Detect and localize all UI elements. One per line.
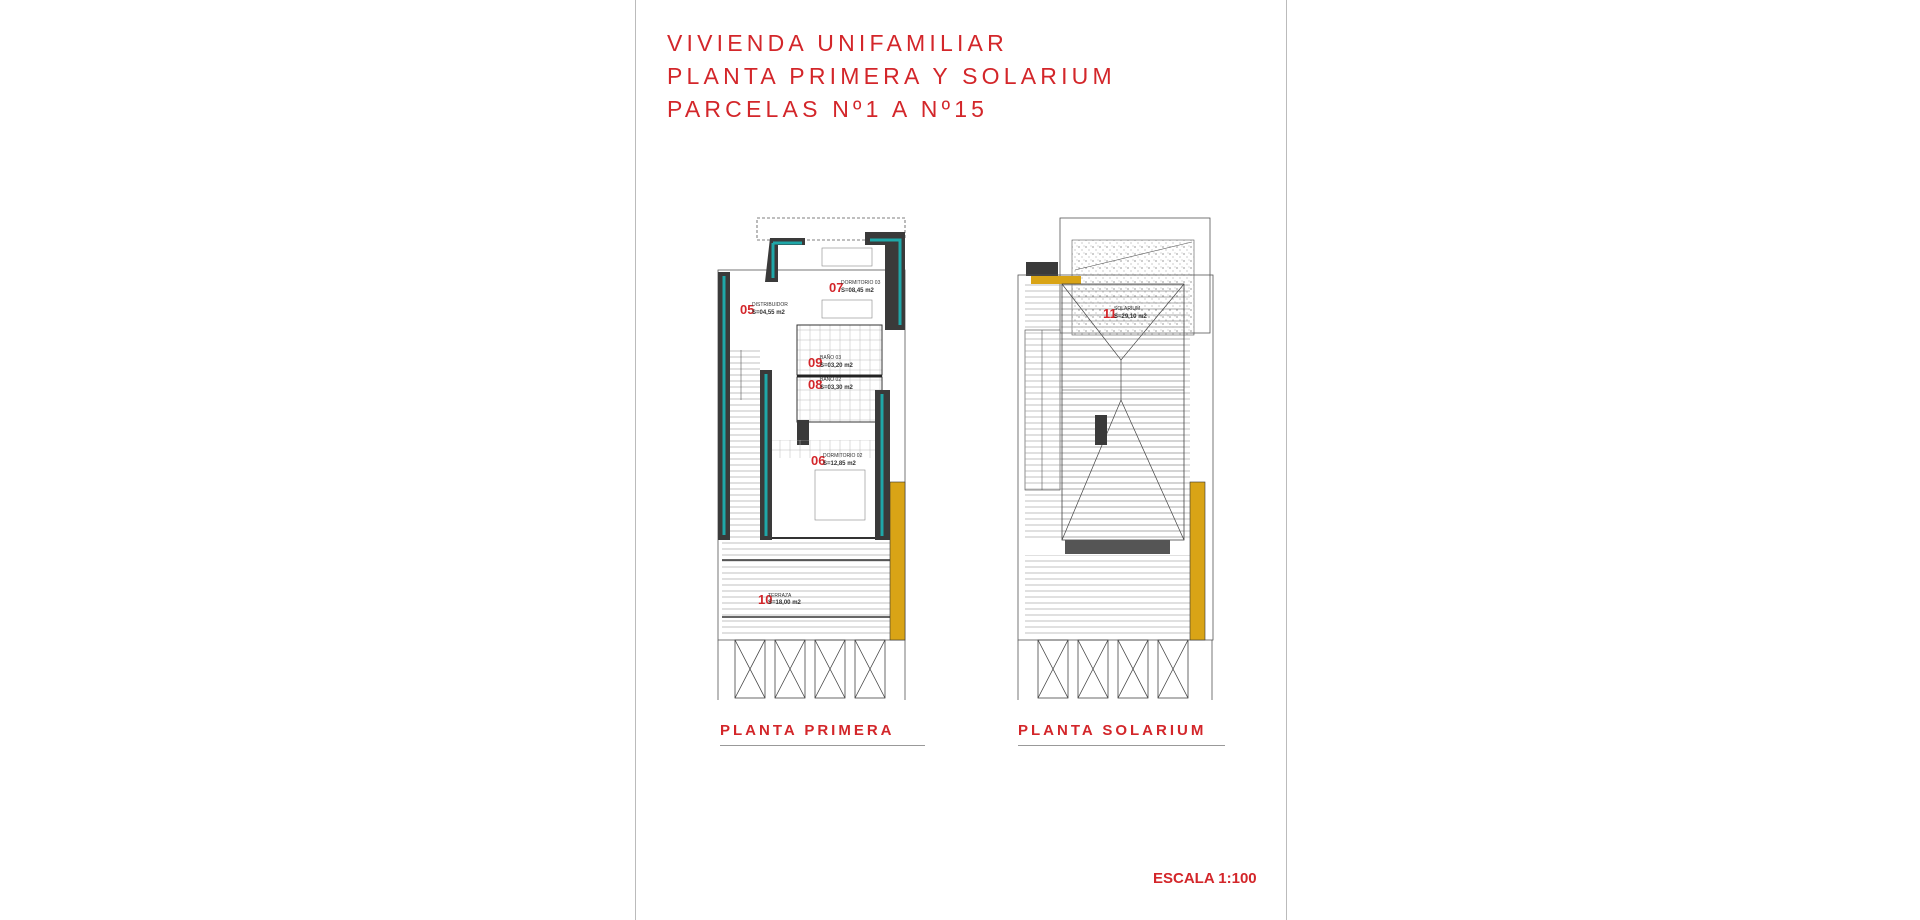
plan-primera: 05 DISTRIBUIDOR S=04,55 m2 07 DORMITORIO… [717,217,906,700]
room-label-dormitorio-02: 06 DORMITORIO 02 S=12,85 m2 [811,453,863,468]
caption-planta-solarium: PLANTA SOLARIUM [1018,722,1225,746]
room-label-bano-03: 09 BAÑO 03 S=03,20 m2 [808,354,854,370]
svg-text:BAÑO 03: BAÑO 03 [820,354,841,361]
svg-text:S=03,20 m2: S=03,20 m2 [820,363,854,369]
svg-text:S=08,45 m2: S=08,45 m2 [841,288,875,294]
scale-label: ESCALA 1:100 [1153,870,1257,887]
room-label-terraza: 10 TERRAZA S=18,00 m2 [758,592,802,607]
svg-text:11: 11 [1103,306,1117,321]
title-line-2: PLANTA PRIMERA Y SOLARIUM [667,63,1116,89]
svg-text:S=18,00 m2: S=18,00 m2 [768,600,802,606]
room-label-distribuidor: 05 DISTRIBUIDOR S=04,55 m2 [740,302,788,317]
plan-solarium: 11 SOLARIUM S=29,10 m2 [1017,217,1214,700]
svg-text:BAÑO 02: BAÑO 02 [820,376,841,383]
caption-planta-primera: PLANTA PRIMERA [720,722,925,746]
room-label-bano-02: 08 BAÑO 02 S=03,30 m2 [808,376,854,392]
room-label-solarium: 11 SOLARIUM S=29,10 m2 [1103,306,1148,321]
svg-text:08: 08 [808,377,822,392]
room-label-dormitorio-03: 07 DORMITORIO 03 S=08,45 m2 [829,280,881,295]
title-line-1: VIVIENDA UNIFAMILIAR [667,30,1008,56]
svg-text:DISTRIBUIDOR: DISTRIBUIDOR [752,302,788,308]
svg-text:SOLARIUM: SOLARIUM [1114,306,1140,312]
svg-text:06: 06 [811,453,825,468]
svg-text:S=12,85 m2: S=12,85 m2 [823,461,857,467]
svg-text:TERRAZA: TERRAZA [768,593,792,599]
svg-text:S=04,55 m2: S=04,55 m2 [752,310,786,316]
title-line-3: PARCELAS Nº1 A Nº15 [667,96,989,122]
svg-text:DORMITORIO 02: DORMITORIO 02 [823,453,863,459]
svg-text:S=29,10 m2: S=29,10 m2 [1114,314,1148,320]
svg-text:S=03,30 m2: S=03,30 m2 [820,385,854,391]
svg-text:DORMITORIO 03: DORMITORIO 03 [841,280,881,286]
svg-text:09: 09 [808,355,822,370]
svg-text:07: 07 [829,280,843,295]
svg-text:10: 10 [758,592,772,607]
svg-text:05: 05 [740,302,754,317]
